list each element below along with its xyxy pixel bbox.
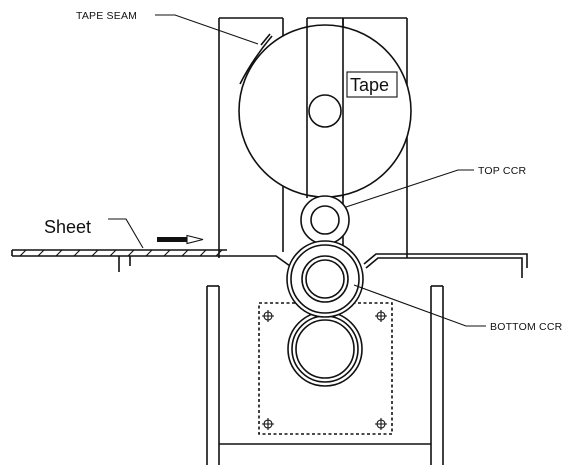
top-ccr-label: TOP CCR xyxy=(478,165,526,177)
lower-frame xyxy=(206,285,444,465)
sheet-label: Sheet xyxy=(44,217,91,237)
lower-roller-ring-inner xyxy=(295,319,355,379)
bottom-ccr-outer xyxy=(286,240,364,318)
top-ccr-callout: TOP CCR xyxy=(345,165,526,208)
tape-label: Tape xyxy=(350,75,389,95)
bolt-cross xyxy=(375,418,387,430)
exit-guide-outer xyxy=(363,253,528,268)
bottom-ccr-callout: BOTTOM CCR xyxy=(353,284,563,333)
tape-label-box xyxy=(346,71,398,98)
bolt-bottom-right xyxy=(375,418,387,430)
sheet-table xyxy=(11,249,291,272)
tape-seam-line xyxy=(239,35,273,85)
bottom-ccr-ring xyxy=(290,244,360,314)
tape-seam-callout: TAPE SEAM xyxy=(76,10,259,45)
bottom-ccr-roller xyxy=(286,240,364,318)
tape-seam-marker xyxy=(239,33,273,85)
tape-roll-core xyxy=(308,94,342,128)
bolt-bottom-left xyxy=(262,418,274,430)
tape-seam-label: TAPE SEAM xyxy=(76,10,137,22)
tape-seam-leader xyxy=(155,14,259,45)
feed-arrow xyxy=(157,234,204,245)
sheet-leader xyxy=(108,218,144,249)
sheet-hatching xyxy=(19,249,223,257)
lower-drive-roller xyxy=(287,311,363,387)
bottom-ccr-inner xyxy=(301,255,349,303)
tape-seam-tick xyxy=(260,33,271,46)
bolt-cross xyxy=(375,310,387,322)
exit-guide xyxy=(363,253,528,278)
top-ccr-leader xyxy=(345,169,474,208)
bolt-top-right xyxy=(375,310,387,322)
feed-arrow-shaft xyxy=(157,237,187,242)
tape-strip xyxy=(306,17,344,198)
sheet-guide-left xyxy=(227,255,291,267)
bottom-ccr-label: BOTTOM CCR xyxy=(490,321,563,333)
bolt-cross xyxy=(262,310,274,322)
exit-guide-inner xyxy=(365,257,523,278)
tape-callout: Tape xyxy=(346,71,398,98)
tape-roll xyxy=(238,24,412,198)
top-ccr-inner xyxy=(310,205,340,235)
bottom-ccr-core xyxy=(305,259,345,299)
feed-arrow-head xyxy=(186,234,204,245)
lower-roller-outer xyxy=(287,311,363,387)
bottom-ccr-leader xyxy=(353,284,486,327)
bolt-cross xyxy=(262,418,274,430)
top-ccr-roller xyxy=(300,195,350,245)
bolt-top-left xyxy=(262,310,274,322)
sheet-callout: Sheet xyxy=(44,217,144,249)
